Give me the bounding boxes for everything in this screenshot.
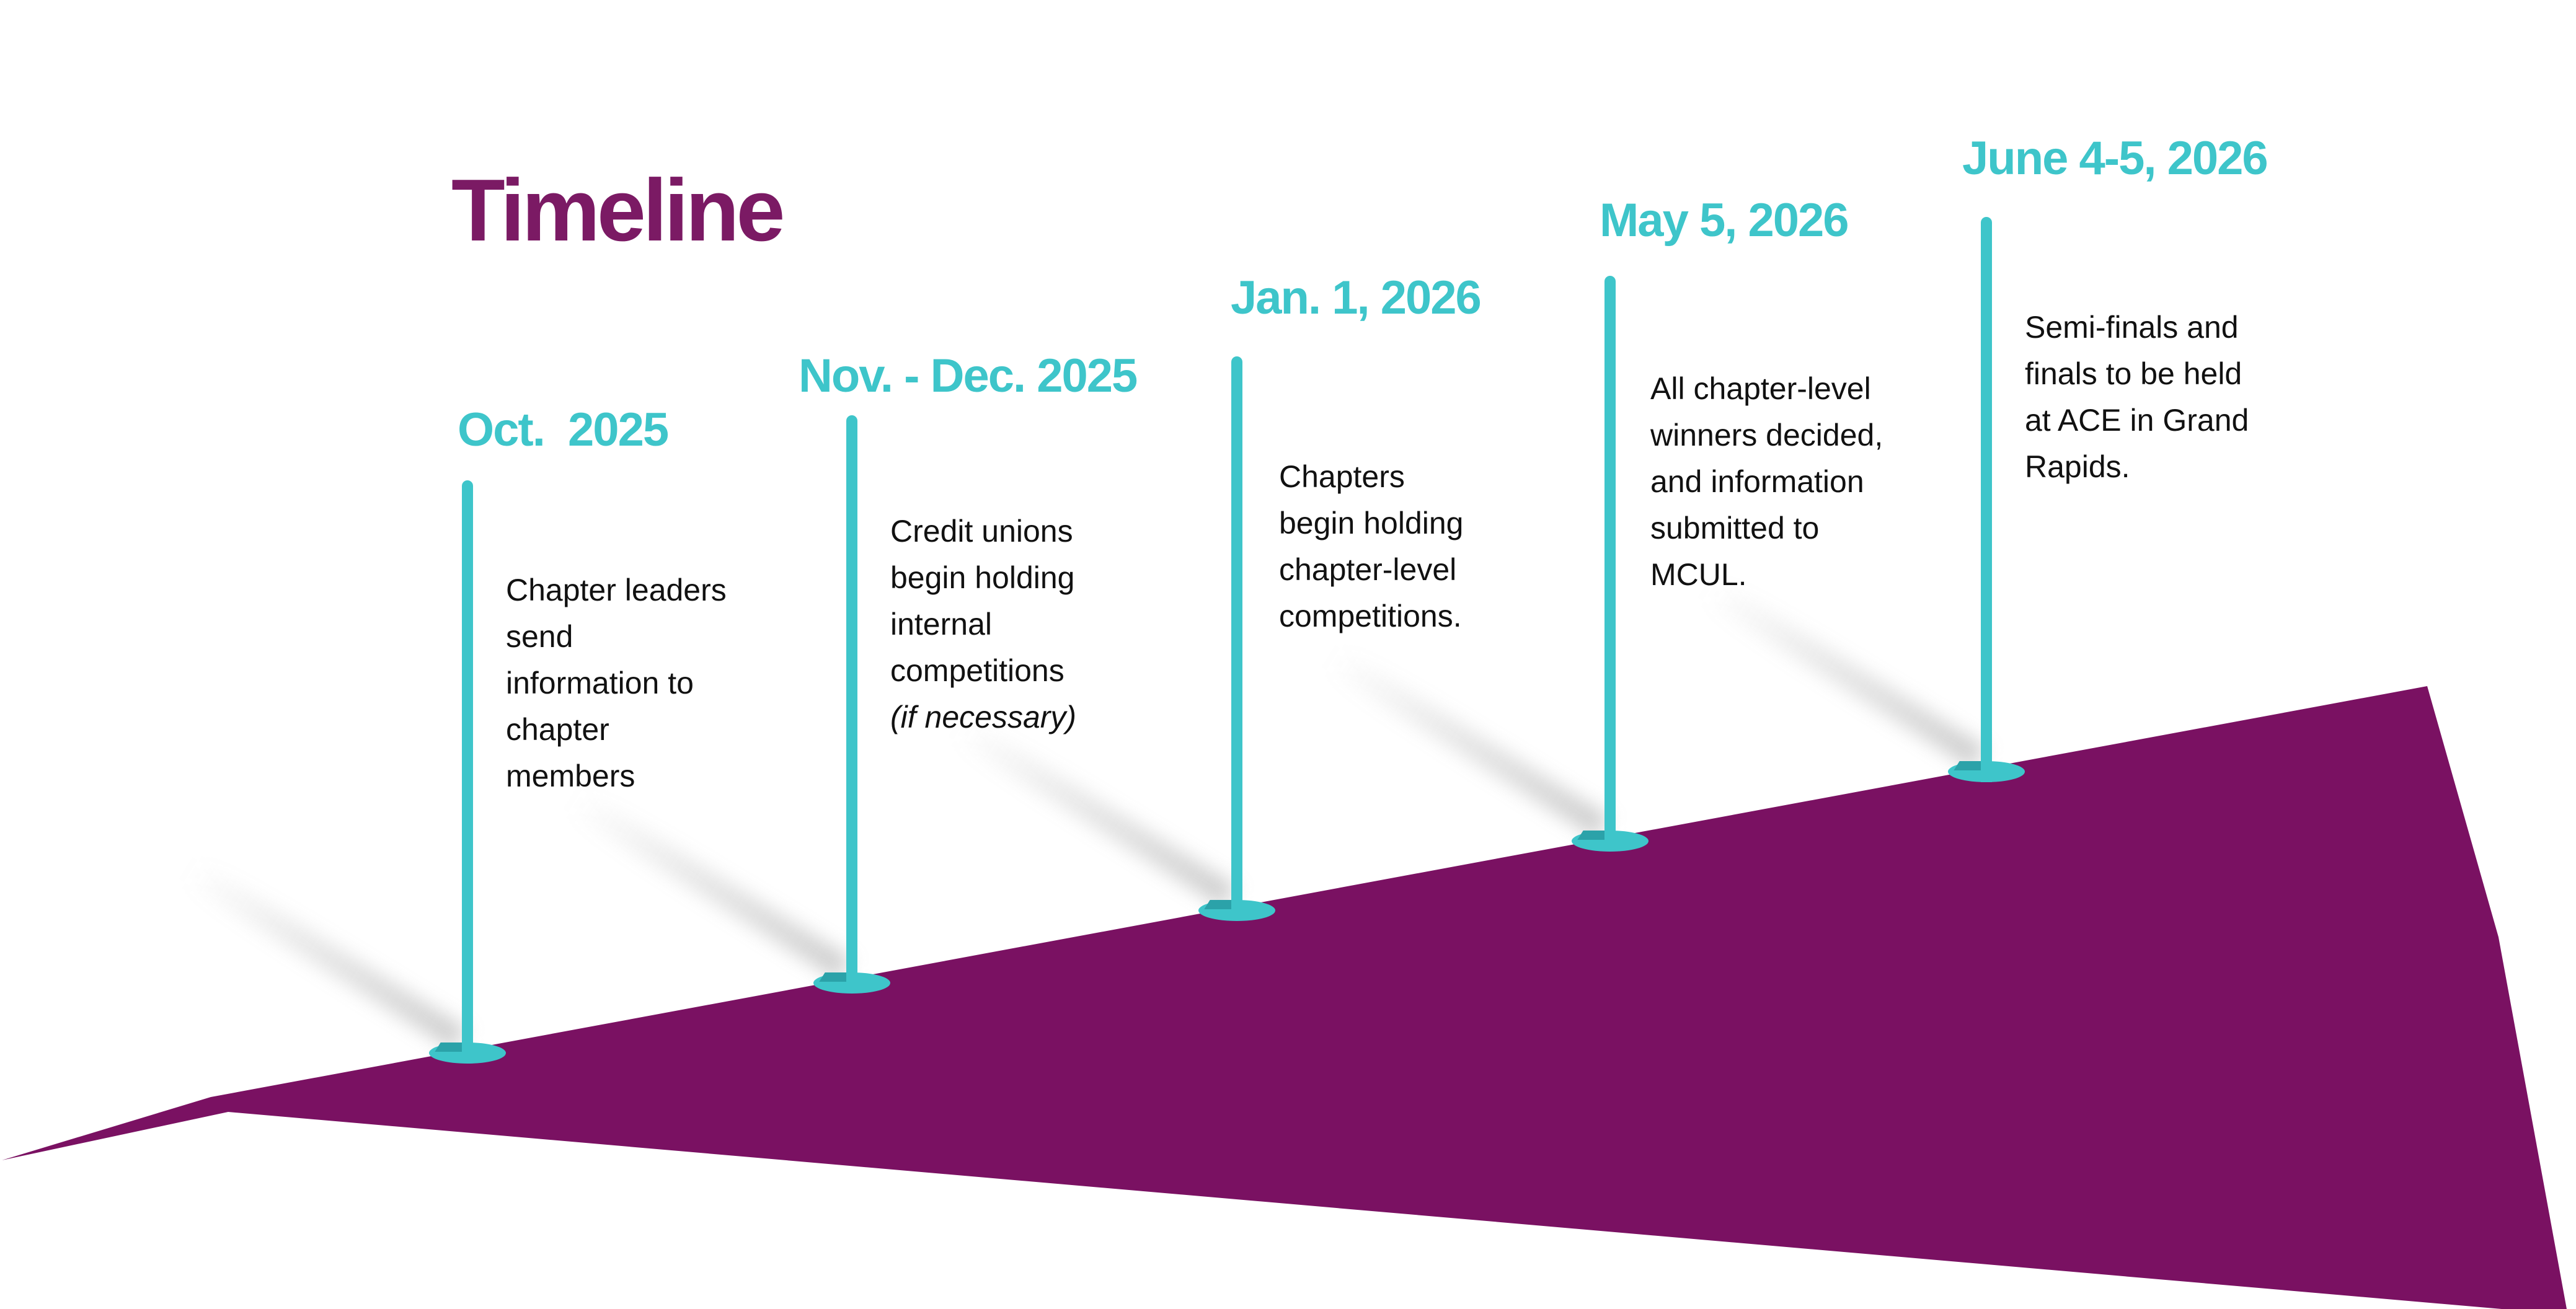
milestone-description-text: Credit unions begin holding internal com…: [890, 514, 1075, 688]
milestone-description-text: Chapters begin holding chapter-level com…: [1279, 459, 1464, 633]
milestone-description-text: Chapter leaders send information to chap…: [506, 573, 727, 793]
milestone-date-label: Jan. 1, 2026: [1231, 271, 1482, 324]
milestone-pin-pole: [846, 415, 857, 983]
milestone-description: Semi-finals and finals to be held at ACE…: [2025, 258, 2347, 537]
milestone-date-label: Oct. 2025: [458, 403, 669, 456]
milestone-date-label: June 4-5, 2026: [1962, 132, 2268, 185]
milestone-description-text: All chapter-level winners decided, and i…: [1650, 371, 1883, 592]
milestone-date-label: Nov. - Dec. 2025: [799, 350, 1138, 402]
milestone-pin-pole: [462, 480, 473, 1053]
milestone-note: (if necessary): [890, 700, 1077, 734]
milestone-pin-pole: [1604, 276, 1616, 841]
milestone-description: Credit unions begin holding internal com…: [890, 462, 1213, 787]
milestone-pin-pole: [1981, 217, 1992, 782]
milestone-description: Chapters begin holding chapter-level com…: [1279, 407, 1601, 686]
milestone-date-label: May 5, 2026: [1600, 194, 1849, 247]
milestone-description: Chapter leaders send information to chap…: [506, 521, 828, 846]
milestone-description: All chapter-level winners decided, and i…: [1650, 319, 1973, 645]
page-title: Timeline: [451, 161, 785, 260]
milestone-pin-pole: [1231, 356, 1242, 910]
milestone-description-text: Semi-finals and finals to be held at ACE…: [2025, 310, 2249, 484]
